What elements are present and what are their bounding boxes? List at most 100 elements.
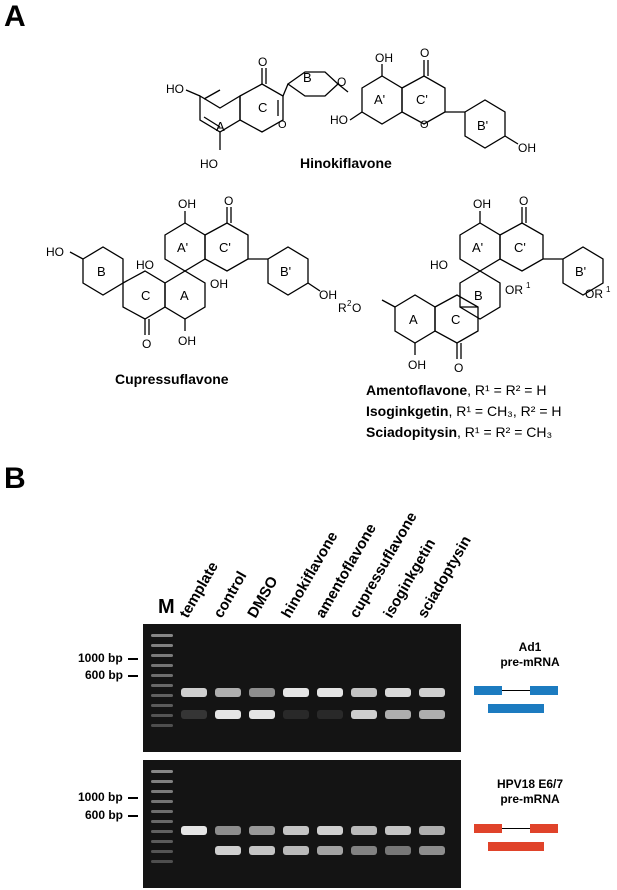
svg-text:HO: HO [200, 157, 218, 171]
svg-text:C: C [141, 288, 150, 303]
bp-tick [128, 658, 138, 660]
marker-band [151, 840, 173, 843]
unspliced-band [419, 688, 445, 697]
spliced-band [215, 710, 241, 719]
svg-text:O: O [519, 194, 528, 208]
svg-text:O: O [278, 119, 287, 131]
spliced-band [351, 710, 377, 719]
spliced-band [317, 710, 343, 719]
svg-text:O: O [352, 301, 361, 315]
marker-label: M [158, 596, 175, 618]
svg-text:1: 1 [606, 285, 611, 294]
marker-band [151, 850, 173, 853]
bp-label-1000: 1000 bp [78, 790, 123, 804]
bp-tick [128, 815, 138, 817]
marker-band [151, 860, 173, 863]
marker-band [151, 654, 173, 657]
legend-amentoflavone: Amentoflavone, R¹ = R² = H [366, 382, 547, 398]
unspliced-band [215, 688, 241, 697]
amentoflavone-legend: Amentoflavone, R¹ = R² = H Isoginkgetin,… [366, 380, 562, 443]
svg-text:B': B' [280, 264, 291, 279]
hinoki-ring-c: C [258, 100, 267, 115]
spliced-band [249, 710, 275, 719]
svg-text:C': C' [219, 240, 231, 255]
hinoki-ring-a: A [216, 119, 225, 134]
marker-band [151, 644, 173, 647]
bp-label-600: 600 bp [85, 808, 124, 822]
unspliced-band [419, 826, 445, 835]
unspliced-band [215, 826, 241, 835]
unspliced-band [385, 688, 411, 697]
marker-band [151, 810, 173, 813]
svg-text:O: O [337, 75, 346, 89]
svg-text:A: A [180, 288, 189, 303]
spliced-band [385, 710, 411, 719]
svg-text:HO: HO [330, 113, 348, 127]
svg-text:OR: OR [505, 283, 523, 297]
hinoki-ring-b: B [303, 70, 312, 85]
svg-text:A': A' [177, 240, 188, 255]
unspliced-band [351, 826, 377, 835]
cupressuflavone-structure [69, 207, 321, 335]
hpv18-pre-mrna-icon [474, 824, 558, 851]
marker-band [151, 704, 173, 707]
ad1-pre-mrna-icon [474, 686, 558, 713]
svg-text:C': C' [514, 240, 526, 255]
panel-a-letter: A [4, 0, 26, 33]
svg-text:OH: OH [375, 51, 393, 65]
hinoki-ring-b-prime: B' [477, 118, 488, 133]
lane-label-dmso: DMSO [244, 573, 282, 621]
marker-band [151, 664, 173, 667]
spliced-band [283, 710, 309, 719]
svg-text:OH: OH [210, 277, 228, 291]
spliced-band [317, 846, 343, 855]
svg-text:O: O [224, 194, 233, 208]
marker-band [151, 674, 173, 677]
bp-tick [128, 797, 138, 799]
bp-label-1000: 1000 bp [78, 651, 123, 665]
svg-text:HO: HO [430, 258, 448, 272]
svg-text:OH: OH [178, 334, 196, 348]
unspliced-band [181, 688, 207, 697]
bp-tick [128, 675, 138, 677]
bp-label-600: 600 bp [85, 668, 124, 682]
unspliced-band [385, 826, 411, 835]
chemical-structures: A C B A' C' B' O O O OH HO HO HO OH O O … [46, 46, 611, 387]
unspliced-band [249, 826, 275, 835]
svg-text:B': B' [575, 264, 586, 279]
marker-band [151, 790, 173, 793]
svg-text:A: A [409, 312, 418, 327]
svg-text:B: B [474, 288, 483, 303]
svg-text:HO: HO [46, 245, 64, 259]
marker-band [151, 724, 173, 727]
hinoki-ring-c-prime: C' [416, 92, 428, 107]
unspliced-band [283, 688, 309, 697]
spliced-band [181, 710, 207, 719]
svg-text:A': A' [472, 240, 483, 255]
svg-text:OH: OH [319, 288, 337, 302]
svg-text:O: O [420, 119, 429, 131]
spliced-band [385, 846, 411, 855]
svg-text:OR: OR [585, 287, 603, 301]
svg-text:HO: HO [136, 258, 154, 272]
marker-band [151, 800, 173, 803]
unspliced-band [317, 826, 343, 835]
spliced-band [215, 846, 241, 855]
spliced-band [419, 710, 445, 719]
unspliced-band [249, 688, 275, 697]
svg-text:O: O [420, 46, 429, 60]
marker-band [151, 820, 173, 823]
svg-text:O: O [258, 55, 267, 69]
spliced-band [419, 846, 445, 855]
amentoflavone-structure [381, 207, 604, 359]
legend-isoginkgetin: Isoginkgetin, R¹ = CH₃, R² = H [366, 403, 562, 419]
spliced-band [351, 846, 377, 855]
hinoki-ring-a-prime: A' [374, 92, 385, 107]
marker-band [151, 634, 173, 637]
marker-band [151, 770, 173, 773]
svg-text:OH: OH [408, 358, 426, 372]
svg-text:OH: OH [178, 197, 196, 211]
gel-hpv18 [143, 760, 461, 888]
svg-text:C: C [451, 312, 460, 327]
